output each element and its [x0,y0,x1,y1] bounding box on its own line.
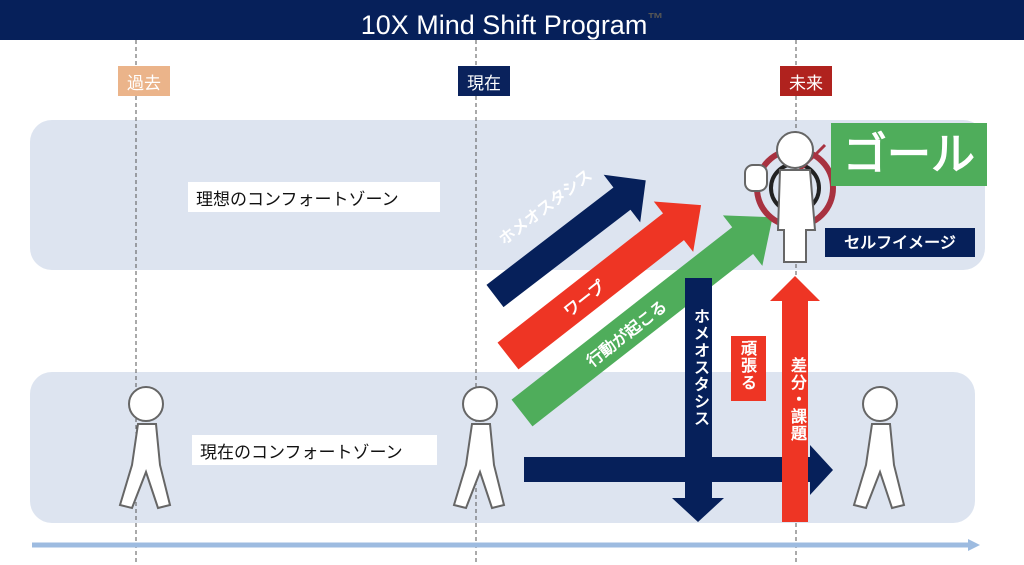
title: 10X Mind Shift Program [360,10,648,40]
warp-arrow [497,201,702,370]
homeostasis-down-text: ホメオスタシス [691,308,710,427]
person-present-icon [452,386,506,510]
present-label: 現在 [458,66,510,96]
ideal-zone-label: 理想のコンフォートゾーン [188,182,440,212]
person-future-icon [852,386,906,510]
self-image-label: セルフイメージ [825,228,975,257]
horizontal-arrow [524,445,833,495]
future-label: 未来 [780,66,832,96]
action-arrow [511,215,773,427]
gap-arrow [770,276,820,522]
person-goal-icon [744,131,817,263]
time-axis-arrow [32,539,980,551]
person-past-icon [118,386,172,510]
current-zone-label: 現在のコンフォートゾーン [192,435,437,465]
gap-text: 差分・課題 [788,357,807,442]
goal-label: ゴール [831,123,987,186]
effort-label: 頑張る [731,336,766,401]
homeostasis-diag-arrow [486,174,646,308]
trademark: ™ [647,11,664,28]
title-bar: 10X Mind Shift Program™ [0,0,1024,40]
past-label: 過去 [118,66,170,96]
